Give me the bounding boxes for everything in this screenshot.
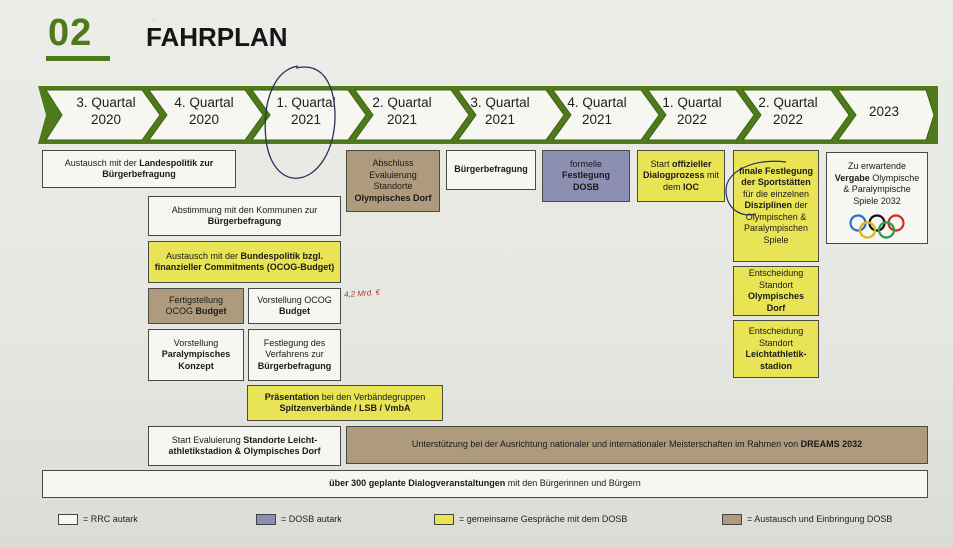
section-number: 02 [48,12,93,54]
box-fertigstellung-budget: Fertigstellung OCOG Budget [148,288,244,324]
box-praesentation: Präsentation bei den Verbändegruppen Spi… [247,385,443,421]
legend-swatch-dosb [256,513,276,525]
chevron-4 [354,89,470,141]
chevron-5 [457,89,565,141]
box-vorstellung-budget: Vorstellung OCOG Budget [248,288,341,324]
legend-item-dosb: = DOSB autark [256,512,342,526]
chevron-3 [251,89,367,141]
box-dialogveranstaltungen: über 300 geplante Dialogveranstaltungen … [42,470,928,498]
box-abschluss-evaluierung: Abschluss Evaluierung Standorte Olympisc… [346,150,440,212]
box-bundespolitik: Austausch mit der Bundespolitik bzgl. fi… [148,241,341,283]
box-standort-dorf: Entscheidung Standort Olympisches Dorf [733,266,819,316]
timeline-arrows [38,86,938,144]
section-number-underline [46,56,110,61]
box-festlegung-dosb: formelle Festlegung DOSB [542,150,630,202]
box-kommunen: Abstimmung mit den Kommunen zur Bürgerbe… [148,196,341,236]
box-sportstaetten: finale Festlegung der Sportstätten für d… [733,150,819,262]
handwritten-circle [264,65,336,179]
box-verfahren-buergerbefragung: Festlegung des Verfahrens zur Bürgerbefr… [248,329,341,381]
box-vergabe: Zu erwartende Vergabe Olympische & Paral… [826,152,928,244]
page-title: FAHRPLAN [146,22,288,52]
legend-swatch-gemeinsam [434,513,454,525]
chevron-1 [45,89,161,141]
chevron-2 [148,89,264,141]
legend-item-rrc: = RRC autark [58,512,138,526]
chevron-6 [552,89,660,141]
chevron-8 [742,89,850,141]
handwritten-note: 4,2 Mrd. € [343,287,381,300]
legend-swatch-rrc [58,513,78,525]
box-landespolitik: Austausch mit der Landespolitik zur Bürg… [42,150,236,188]
olympic-rings-icon [849,214,905,239]
chevron-7 [647,89,755,141]
timeline-label-9: 2023 [868,104,900,119]
handwritten-loop [725,160,787,216]
chevron-9 [837,89,935,141]
legend-item-austausch: = Austausch und Einbringung DOSB [722,512,892,526]
box-evaluierung-standorte: Start Evaluierung Standorte Leicht-athle… [148,426,341,466]
box-paralympisches-konzept: Vorstellung Paralympisches Konzept [148,329,244,381]
watermark-shadow: · [150,4,161,34]
box-buergerbefragung: Bürgerbefragung [446,150,536,190]
legend-item-gemeinsam: = gemeinsame Gespräche mit dem DOSB [434,512,627,526]
box-ioc-dialog: Start offizieller Dialogprozess mit dem … [637,150,725,202]
box-meisterschaften: Unterstützung bei der Ausrichtung nation… [346,426,928,464]
legend-swatch-austausch [722,513,742,525]
box-standort-stadion: Entscheidung Standort Leichtathletik-sta… [733,320,819,378]
